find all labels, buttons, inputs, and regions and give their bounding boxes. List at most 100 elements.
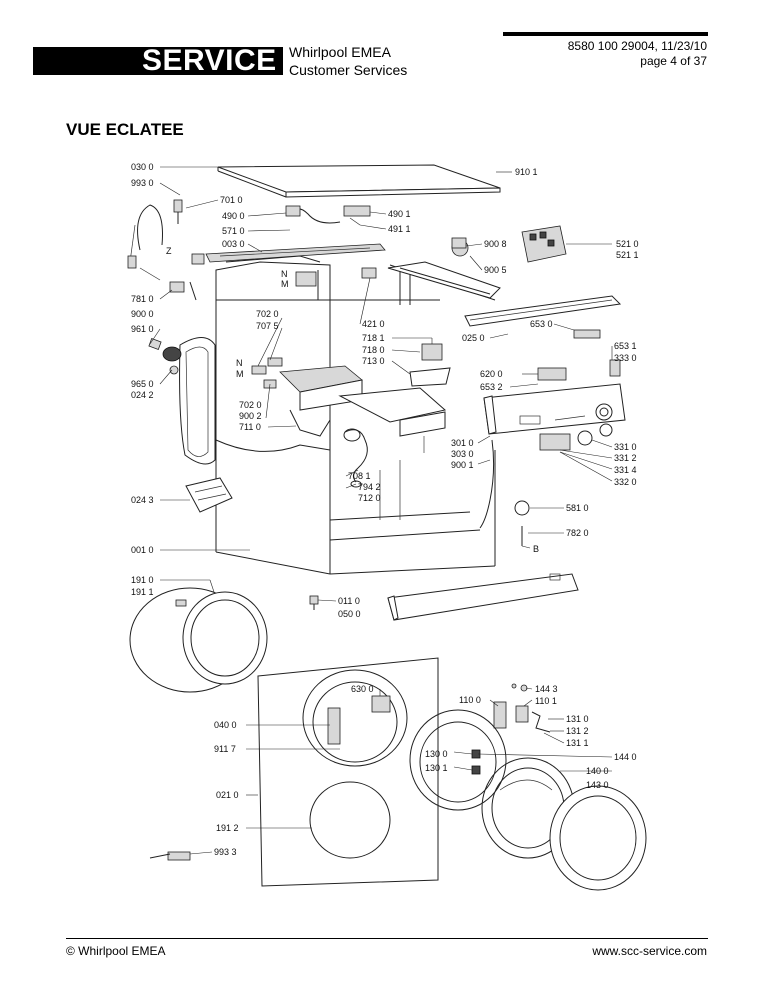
footer-rule <box>66 938 708 939</box>
letter-z: Z <box>166 246 172 256</box>
callout-718-0: 718 0 <box>362 345 385 355</box>
callout-581-0: 581 0 <box>566 503 589 513</box>
callout-782-0: 782 0 <box>566 528 589 538</box>
callout-040-0: 040 0 <box>214 720 237 730</box>
buttons-part <box>514 423 613 546</box>
callout-490-1: 490 1 <box>388 209 411 219</box>
cabinet-part <box>215 255 496 575</box>
door-frame-part <box>409 709 507 811</box>
page-title: VUE ECLATEE <box>66 120 184 139</box>
callout-011-0: 011 0 <box>338 596 360 606</box>
callout-490-0: 490 0 <box>222 211 245 221</box>
letter-b: B <box>533 544 539 554</box>
hinge-part <box>493 684 551 733</box>
callout-191-1: 191 1 <box>131 587 154 597</box>
callout-331-4: 331 4 <box>614 465 637 475</box>
callout-191-2: 191 2 <box>216 823 239 833</box>
callout-702-0-mid: 702 0 <box>239 400 262 410</box>
callout-993-3: 993 3 <box>214 847 237 857</box>
callout-711-0: 711 0 <box>239 422 261 432</box>
hose-part <box>343 428 368 488</box>
callout-144-3: 144 3 <box>535 684 558 694</box>
front-panel-part <box>257 657 439 887</box>
electronic-board-part <box>521 225 567 263</box>
footer-copyright: © Whirlpool EMEA <box>66 944 166 958</box>
callout-620-0: 620 0 <box>480 369 503 379</box>
callout-900-8: 900 8 <box>484 239 507 249</box>
callout-301-0: 301 0 <box>451 438 474 448</box>
callout-707-5: 707 5 <box>256 321 279 331</box>
control-panel-part <box>483 383 626 435</box>
callout-653-2: 653 2 <box>480 382 503 392</box>
callout-143-0: 143 0 <box>586 780 609 790</box>
callout-191-0: 191 0 <box>131 575 154 585</box>
small-parts-mid <box>251 267 621 389</box>
callout-331-0: 331 0 <box>614 442 637 452</box>
outer-door-part <box>549 785 647 891</box>
callout-110-0: 110 0 <box>459 695 481 705</box>
callout-900-1: 900 1 <box>451 460 474 470</box>
callout-130-1: 130 1 <box>425 763 448 773</box>
callout-421-0: 421 0 <box>362 319 385 329</box>
rear-rail-part <box>464 295 622 327</box>
letter-n-top: N <box>281 269 288 279</box>
leader-lines <box>149 166 613 855</box>
callout-110-1: 110 1 <box>535 696 557 706</box>
company-line-1: Whirlpool EMEA <box>289 44 391 60</box>
callout-993-0: 993 0 <box>131 178 154 188</box>
callout-001-0: 001 0 <box>131 545 154 555</box>
letter-n-mid: N <box>236 358 243 368</box>
callout-303-0: 303 0 <box>451 449 474 459</box>
callout-024-2: 024 2 <box>131 390 154 400</box>
callout-900-2: 900 2 <box>239 411 262 421</box>
callout-794-2: 794 2 <box>358 482 381 492</box>
callout-130-0: 130 0 <box>425 749 448 759</box>
callout-701-0: 701 0 <box>220 195 243 205</box>
header-top-rule <box>503 32 708 36</box>
callout-131-0: 131 0 <box>566 714 589 724</box>
callout-630-0: 630 0 <box>351 684 374 694</box>
callout-781-0: 781 0 <box>131 294 154 304</box>
callout-911-7: 911 7 <box>214 744 236 754</box>
callout-708-1: 708 1 <box>348 471 371 481</box>
callout-332-0: 332 0 <box>614 477 637 487</box>
callout-713-0: 713 0 <box>362 356 385 366</box>
page-info: page 4 of 37 <box>640 54 707 68</box>
foot-part <box>309 595 319 610</box>
callout-025-0: 025 0 <box>462 333 485 343</box>
callout-521-1: 521 1 <box>616 250 639 260</box>
callout-900-5: 900 5 <box>484 265 507 275</box>
callout-050-0: 050 0 <box>338 609 361 619</box>
callout-965-0: 965 0 <box>131 379 154 389</box>
company-line-2: Customer Services <box>289 62 408 78</box>
callout-571-0: 571 0 <box>222 226 245 236</box>
callout-131-2: 131 2 <box>566 726 589 736</box>
callout-331-2: 331 2 <box>614 453 637 463</box>
callout-labels: 030 0 993 0 701 0 490 0 571 0 003 0 490 … <box>131 162 639 857</box>
service-banner <box>33 47 283 75</box>
callout-491-1: 491 1 <box>388 224 411 234</box>
callout-003-0: 003 0 <box>222 239 245 249</box>
callout-021-0: 021 0 <box>216 790 239 800</box>
callout-653-1: 653 1 <box>614 341 637 351</box>
top-lid-part <box>217 164 501 198</box>
callout-900-0: 900 0 <box>131 309 154 319</box>
callout-333-0: 333 0 <box>614 353 637 363</box>
callout-961-0: 961 0 <box>131 324 154 334</box>
callout-024-3: 024 3 <box>131 495 154 505</box>
tub-seal-part <box>179 337 216 465</box>
callout-910-1: 910 1 <box>515 167 538 177</box>
callout-521-0: 521 0 <box>616 239 639 249</box>
callout-712-0: 712 0 <box>358 493 381 503</box>
kick-plate-part <box>387 573 579 621</box>
letter-m-top: M <box>281 279 289 289</box>
door-gasket-part <box>129 587 268 693</box>
callout-131-1: 131 1 <box>566 738 589 748</box>
capacitor-part <box>148 338 182 375</box>
wiring-harness-part <box>127 199 205 301</box>
callout-718-1: 718 1 <box>362 333 385 343</box>
pressure-switch-part <box>285 205 371 226</box>
dispenser-part <box>279 365 447 437</box>
top-rail-part <box>387 261 501 299</box>
